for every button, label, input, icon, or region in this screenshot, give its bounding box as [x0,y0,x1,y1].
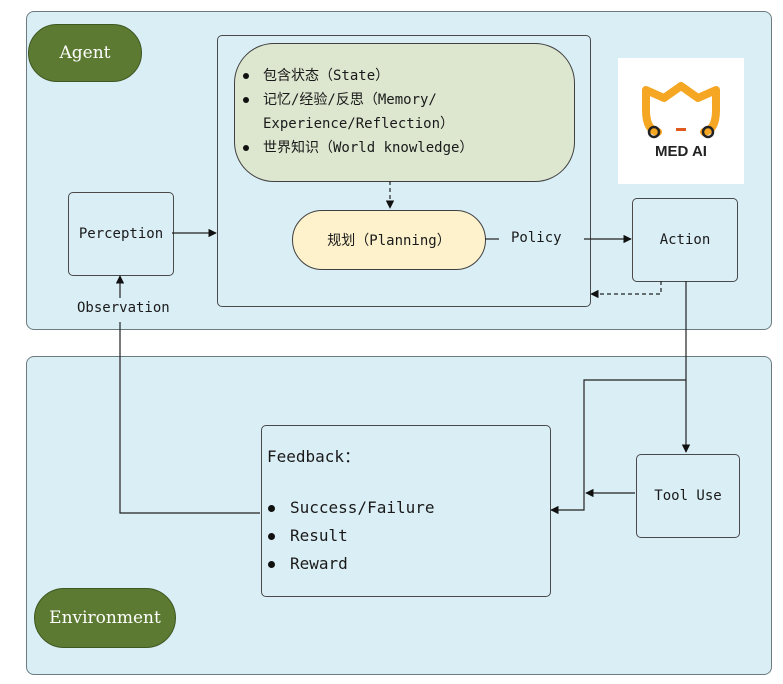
bullet-icon [268,561,275,568]
feedback-item: Result [262,522,435,550]
knowledge-item-text: Experience/Reflection） [263,116,455,132]
knowledge-bubble: 包含状态（State） 记忆/经验/反思（Memory/Experience/Re… [234,43,575,182]
planning-label: 规划（Planning） [327,233,451,249]
feedback-item-text: Reward [290,554,348,573]
bullet-icon [268,533,275,540]
feedback-item: Success/Failure [262,494,435,522]
bullet-icon [268,505,275,512]
tool-use-label: Tool Use [654,488,722,504]
knowledge-item: Experience/Reflection） [237,112,473,136]
knowledge-item: 世界知识（World knowledge） [237,136,473,160]
feedback-item: Reward [262,550,435,578]
knowledge-item-text: 包含状态（State） [263,68,390,84]
knowledge-list: 包含状态（State） 记忆/经验/反思（Memory/Experience/Re… [237,64,473,160]
feedback-item-text: Result [290,526,348,545]
tool-use-node[interactable]: Tool Use [636,454,740,538]
knowledge-item: 记忆/经验/反思（Memory/ [237,88,473,112]
feedback-item-text: Success/Failure [290,498,435,517]
edge-action-back-to-policy [590,281,662,299]
feedback-title: Feedback： [267,447,361,466]
logo-text: MED AI [655,143,707,160]
action-node[interactable]: Action [632,198,738,282]
environment-label: Environment [34,588,176,648]
edge-action-to-feedback [550,379,686,515]
action-label: Action [659,232,711,248]
knowledge-item-text: 记忆/经验/反思（Memory/ [263,92,437,108]
knowledge-item-text: 世界知识（World knowledge） [263,140,474,156]
policy-label: Policy [511,230,562,246]
agent-label: Agent [28,24,142,82]
bullet-icon [243,97,249,103]
edge-feedback-to-perception [119,322,260,514]
bullet-icon [243,145,249,151]
med-ai-logo: MED AI [618,58,744,184]
perception-label: Perception [78,226,164,242]
bullet-icon [243,73,249,79]
knowledge-item: 包含状态（State） [237,64,473,88]
observation-label: Observation [77,300,170,316]
planning-node[interactable]: 规划（Planning） [292,210,486,270]
med-ai-logo-icon: MED AI [642,82,720,160]
